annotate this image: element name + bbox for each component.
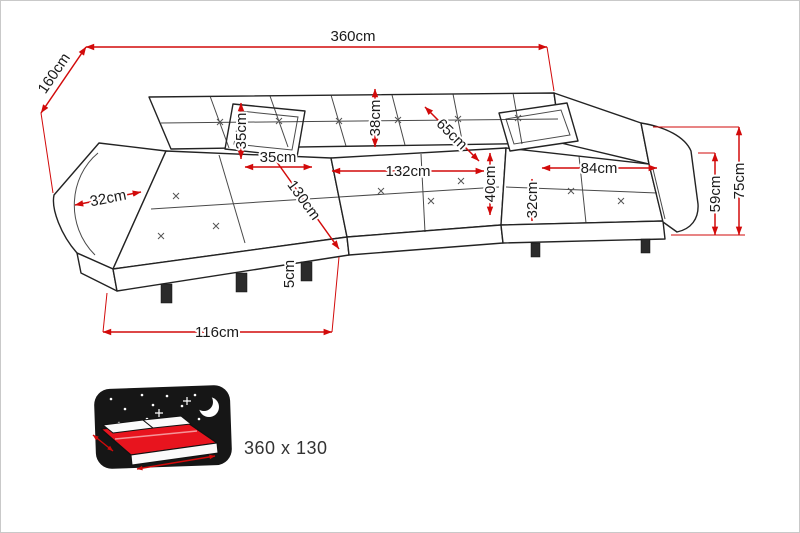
dim-label-middle-seat-width: 132cm: [385, 163, 430, 180]
dim-line-chaise-length: [268, 150, 340, 250]
dim-line-total-depth: [40, 46, 87, 114]
dim-label-right-seat-width: 84cm: [581, 160, 618, 177]
dim-label-armrest-height: 59cm: [707, 176, 724, 213]
sofa-right-front-face: [500, 220, 666, 244]
dim-label-pillow-height: 35cm: [233, 113, 250, 150]
unfold-arrow-icon: [92, 434, 114, 452]
moon-icon: [195, 393, 219, 417]
leg-icon: [160, 283, 173, 304]
dim-label-total-height: 75cm: [731, 163, 748, 200]
dim-label-chaise-front-width: 116cm: [195, 324, 239, 341]
unfold-arrow-icon: [136, 454, 216, 471]
leg-icon: [300, 261, 313, 282]
dim-label-leg-height: 5cm: [281, 260, 298, 288]
bed-pillow: [142, 415, 192, 429]
sparkle-icon: [155, 409, 163, 417]
sparkle-icon: [183, 397, 191, 405]
dim-line-seat-depth: [424, 106, 480, 162]
sofa-bed-icon: [92, 385, 232, 471]
dim-label-backrest-height: 38cm: [367, 100, 384, 137]
sofa-right-pillow: [498, 102, 579, 152]
dim-label-seat-height: 40cm: [482, 166, 499, 203]
sofa-legs: [160, 238, 651, 304]
dimension-lines: [40, 43, 745, 336]
sleeping-size-label: 360 x 130: [244, 438, 328, 458]
dim-label-armrest-width-right: 32cm: [524, 182, 541, 219]
leg-icon: [235, 272, 248, 293]
dim-line-armrest-width-left: [74, 190, 142, 207]
sofa-right-armrest: [640, 122, 699, 233]
leg-icon: [530, 242, 541, 258]
mattress-stitch-line: [114, 430, 198, 440]
dim-label-pillow-width: 35cm: [260, 149, 297, 166]
leg-icon: [640, 238, 651, 254]
dim-label-total-width: 360cm: [330, 28, 375, 45]
